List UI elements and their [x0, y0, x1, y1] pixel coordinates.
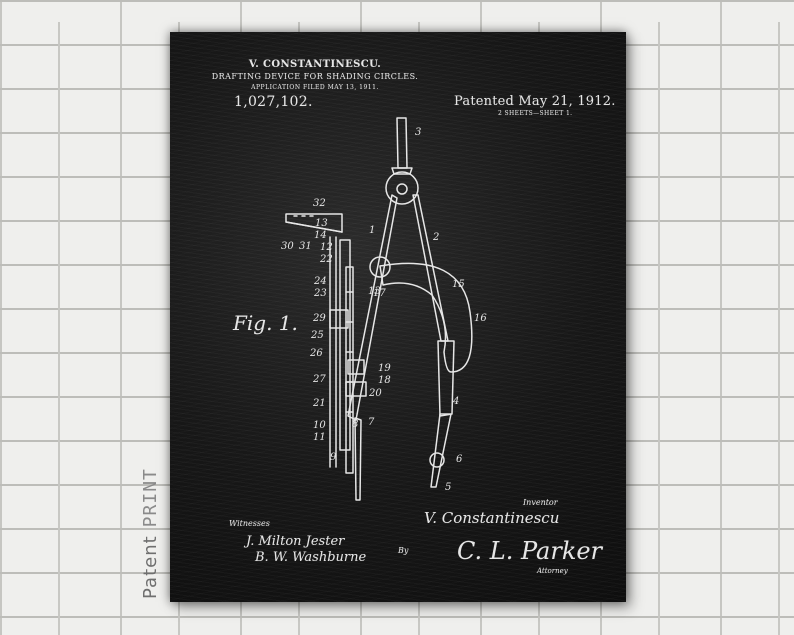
- inventor-signature: V. Constantinescu: [424, 509, 560, 527]
- svg-text:25: 25: [310, 330, 324, 341]
- witnesses-label: Witnesses: [229, 519, 270, 528]
- svg-text:18: 18: [378, 375, 391, 386]
- svg-text:21: 21: [312, 398, 326, 409]
- svg-text:30: 30: [281, 241, 294, 252]
- svg-text:19: 19: [378, 363, 391, 374]
- witness-signature-2: B. W. Washburne: [255, 550, 367, 565]
- svg-text:24: 24: [313, 276, 327, 287]
- svg-text:9: 9: [330, 452, 337, 463]
- svg-text:2: 2: [432, 232, 439, 243]
- application-filed: APPLICATION FILED MAY 13, 1911.: [251, 84, 379, 91]
- svg-text:6: 6: [456, 454, 463, 465]
- inventor-name: V. CONSTANTINESCU.: [248, 59, 382, 70]
- svg-text:14: 14: [314, 230, 327, 241]
- svg-text:31: 31: [299, 241, 312, 252]
- svg-text:26: 26: [309, 348, 323, 359]
- svg-text:32: 32: [313, 198, 326, 209]
- svg-text:5: 5: [445, 482, 451, 493]
- svg-text:29: 29: [312, 313, 326, 324]
- patent-print-brand: Patent PRINT: [140, 403, 172, 599]
- svg-text:17: 17: [373, 288, 386, 299]
- svg-text:16: 16: [474, 313, 487, 324]
- inventor-label: Inventor: [523, 498, 558, 507]
- attorney-label: Attorney: [537, 567, 568, 575]
- svg-text:22: 22: [319, 254, 333, 265]
- svg-text:3: 3: [415, 127, 421, 138]
- svg-text:13: 13: [315, 218, 328, 229]
- compass-drawing: 3 1 2 15 16 4 6 5 32 13 14 12 22 30 31 2…: [281, 117, 487, 501]
- attorney-signature: C. L. Parker: [457, 537, 603, 565]
- figure-label: Fig. 1.: [233, 311, 298, 335]
- svg-text:13: 13: [368, 286, 381, 297]
- svg-text:10: 10: [313, 420, 326, 431]
- svg-text:4: 4: [452, 396, 459, 407]
- svg-text:8: 8: [352, 419, 358, 430]
- patented-date: Patented May 21, 1912.: [454, 94, 616, 109]
- svg-text:20: 20: [368, 388, 382, 399]
- svg-text:7: 7: [368, 417, 375, 428]
- patent-poster: [170, 32, 626, 602]
- by-label: By: [398, 546, 409, 555]
- svg-text:15: 15: [452, 279, 465, 290]
- svg-text:12: 12: [320, 242, 333, 253]
- patent-number: 1,027,102.: [234, 94, 313, 110]
- svg-text:27: 27: [312, 374, 326, 385]
- svg-text:23: 23: [313, 288, 327, 299]
- brand-word-patent: Patent: [140, 535, 161, 599]
- witness-signature-1: J. Milton Jester: [246, 534, 345, 549]
- sheet-count: 2 SHEETS—SHEET 1.: [498, 110, 573, 117]
- svg-text:11: 11: [313, 432, 326, 443]
- brand-word-print: PRINT: [140, 468, 161, 528]
- svg-text:1: 1: [369, 225, 375, 236]
- patent-title: DRAFTING DEVICE FOR SHADING CIRCLES.: [211, 72, 419, 81]
